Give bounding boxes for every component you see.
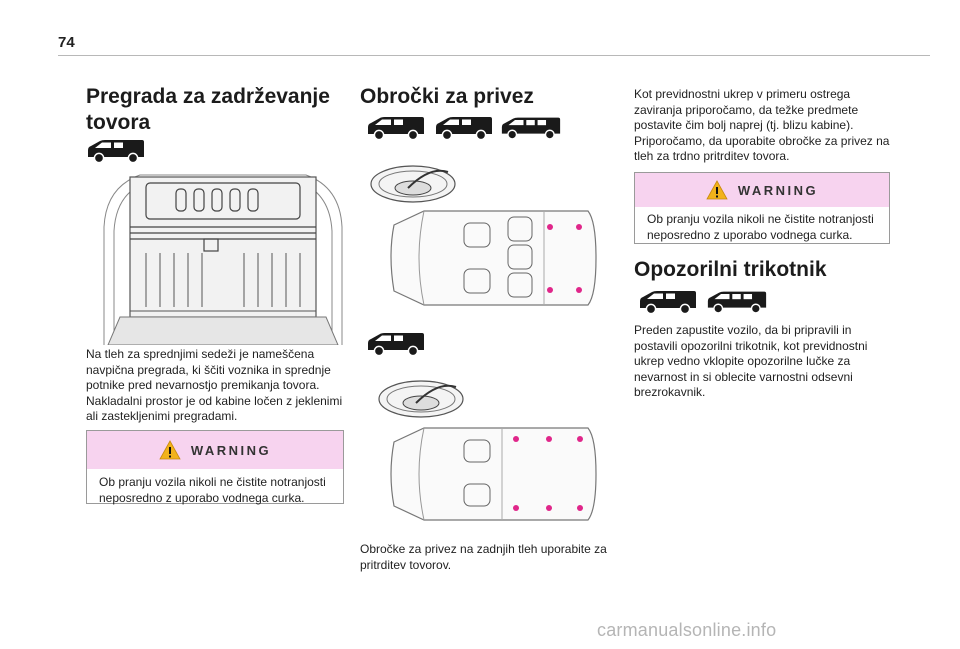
text-line: postavite čim bolj naprej (tj. blizu kab… — [634, 118, 854, 132]
anchor-point-marker — [547, 287, 553, 293]
van-icon — [366, 332, 426, 356]
anchor-point-marker — [547, 224, 553, 230]
warning-triangle-icon — [706, 180, 728, 200]
text-line: Preden zapustite vozilo, da bi pripravil… — [634, 323, 852, 337]
section-title-barrier-1: Pregrada za zadrževanje — [86, 85, 330, 108]
triangle-description: Preden zapustite vozilo, da bi pripravil… — [634, 323, 904, 401]
text-line: ali zastekljenimi pregradami. — [86, 409, 238, 423]
text-line: pritrditev tovorov. — [360, 557, 452, 572]
rings-advice: Kot previdnostni ukrep v primeru ostrega… — [634, 87, 904, 165]
cargo-barrier-illustration — [100, 167, 346, 345]
section-warning-triangle: Opozorilni trikotnik — [634, 257, 904, 283]
text-line: navpična pregrada, ki ščiti voznika in s… — [86, 362, 331, 377]
text-line: brezrokavnik. — [634, 385, 706, 399]
rings-caption: Obročke za privez na zadnjih tleh uporab… — [360, 542, 622, 573]
text-line: Ob pranju vozila nikoli ne čistite notra… — [647, 212, 874, 226]
text-line: postavili opozorilni trikotnik, kot prev… — [634, 338, 868, 353]
warning-box-right: WARNING Ob pranju vozila nikoli ne čisti… — [634, 172, 890, 244]
section-title-rings: Obročki za privez — [360, 85, 534, 108]
warning-title: WARNING — [190, 442, 272, 458]
van-icon — [638, 290, 698, 314]
text-line: potnike pred nevarnostjo premikanja tovo… — [86, 378, 320, 392]
anchor-point-marker — [577, 436, 583, 442]
van-icon — [86, 139, 146, 163]
van-icon — [706, 290, 768, 314]
text-line: Priporočamo, da uporabite obročke za pri… — [634, 133, 890, 148]
van-icon — [366, 116, 426, 140]
warning-triangle-icon — [159, 440, 181, 460]
section-cargo-barrier: Pregrada za zadrževanje tovora — [86, 84, 346, 136]
anchor-point-marker — [576, 224, 582, 230]
warning-body: Ob pranju vozila nikoli ne čistite notra… — [635, 207, 889, 251]
anchor-point-marker — [577, 505, 583, 511]
van-icon — [500, 116, 562, 140]
warning-body: Ob pranju vozila nikoli ne čistite notra… — [87, 469, 343, 514]
warning-box-left: WARNING Ob pranju vozila nikoli ne čisti… — [86, 430, 344, 505]
text-line: neposredno z uporabo vodnega curka. — [99, 490, 305, 505]
anchor-point-marker — [513, 505, 519, 511]
anchor-point-marker — [576, 287, 582, 293]
floor-plan-seats — [384, 205, 598, 311]
section-lashing-rings: Obročki za privez — [360, 84, 620, 110]
barrier-description: Na tleh za sprednjimi sedeži je nameščen… — [86, 347, 348, 425]
section-title-triangle: Opozorilni trikotnik — [634, 258, 827, 281]
warning-title: WARNING — [737, 182, 819, 198]
anchor-point-marker — [546, 436, 552, 442]
anchor-point-marker — [546, 505, 552, 511]
watermark: carmanualsonline.info — [597, 620, 777, 640]
section-title-barrier-2: tovora — [86, 111, 151, 134]
anchor-ring-icon — [368, 160, 458, 206]
text-line: tleh za trdno pritrditev tovora. — [634, 149, 790, 163]
floor-plan-cargo — [384, 424, 598, 524]
text-line: Nakladalni prostor je od kabine ločen z … — [86, 393, 343, 408]
text-line: Na tleh za sprednjimi sedeži je nameščen… — [86, 347, 315, 361]
text-line: nevarnost in si oblecite varnostni odsev… — [634, 369, 853, 384]
anchor-ring-icon — [376, 375, 466, 421]
text-line: neposredno z uporabo vodnega curka. — [647, 227, 853, 242]
header-rule — [58, 55, 930, 56]
text-line: Ob pranju vozila nikoli ne čistite notra… — [99, 475, 326, 489]
text-line: zaviranja priporočamo, da težke predmete — [634, 102, 859, 117]
warning-header: WARNING — [635, 173, 889, 207]
anchor-point-marker — [513, 436, 519, 442]
van-icon — [434, 116, 494, 140]
page-number: 74 — [58, 34, 75, 51]
text-line: Obročke za privez na zadnjih tleh uporab… — [360, 542, 607, 556]
warning-header: WARNING — [87, 431, 343, 469]
text-line: Kot previdnostni ukrep v primeru ostrega — [634, 87, 851, 101]
text-line: ukrep vedno vklopite opozorilne lučke za — [634, 354, 851, 368]
